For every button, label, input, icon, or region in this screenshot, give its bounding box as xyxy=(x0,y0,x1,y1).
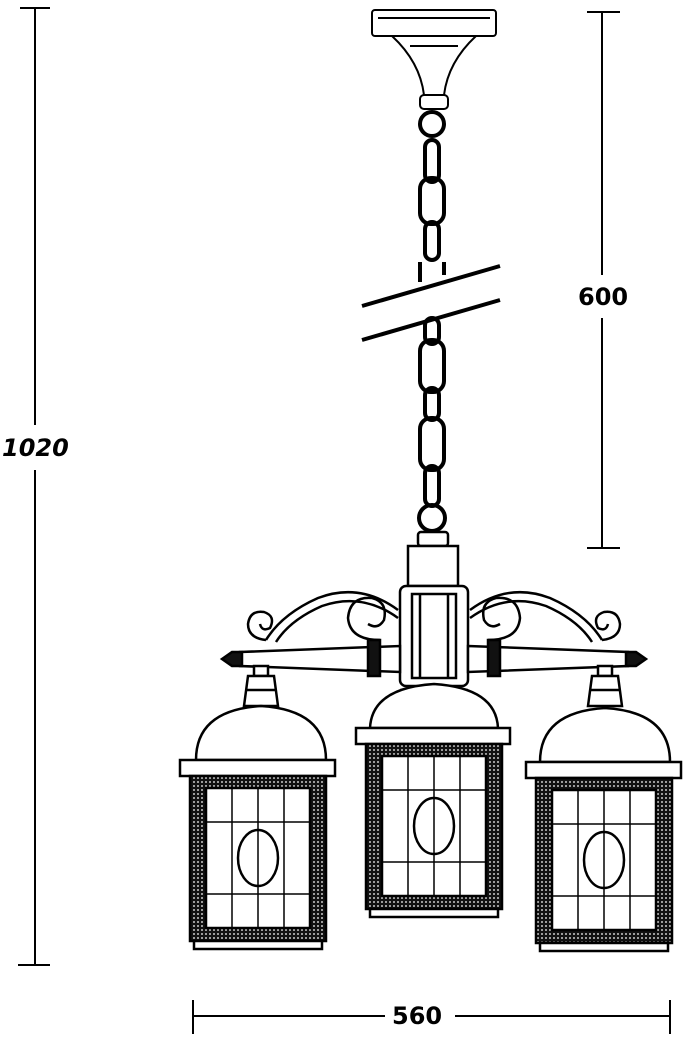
ceiling-canopy xyxy=(371,9,497,110)
dimension-chain-length-label: 600 xyxy=(578,283,628,311)
horizontal-bar-arms xyxy=(219,638,649,678)
chain-upper xyxy=(418,110,446,282)
lantern-left xyxy=(178,664,337,951)
dimension-width xyxy=(192,1000,671,1034)
chain-break-marks xyxy=(361,264,501,342)
scroll-arms xyxy=(246,590,622,643)
lantern-right xyxy=(524,664,683,953)
dimension-chain-length xyxy=(587,11,620,549)
dimension-total-height xyxy=(18,7,50,966)
lantern-center xyxy=(354,682,512,919)
dimension-total-height-label: 1020 xyxy=(2,434,69,462)
dimension-width-label: 560 xyxy=(392,1002,442,1030)
chain-lower xyxy=(417,316,447,533)
